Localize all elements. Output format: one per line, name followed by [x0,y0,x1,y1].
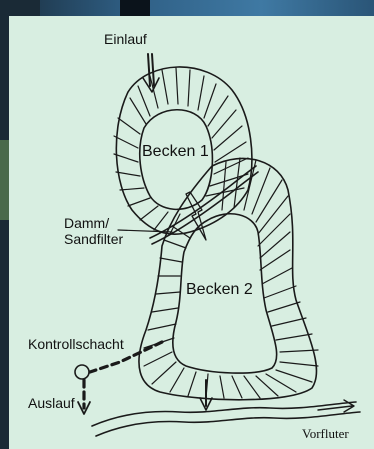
label-control-shaft: Kontrollschacht [28,337,124,352]
label-basin1: Becken 1 [142,144,209,161]
label-receiving-water: Vorfluter [302,427,349,441]
label-dam-line1: Damm/ [64,216,109,231]
label-basin2: Becken 2 [186,282,253,299]
stream-bank-upper [92,402,356,426]
label-inlet: Einlauf [104,32,147,47]
label-dam-line2: Sandfilter [64,232,123,247]
control-shaft-circle [75,365,89,379]
label-outlet: Auslauf [28,396,75,411]
basin2-hachures [144,158,318,398]
